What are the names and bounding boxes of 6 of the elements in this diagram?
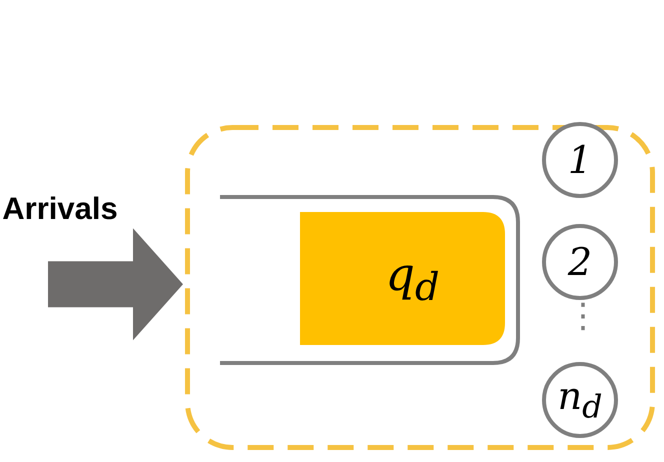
server-label: 2 [568, 240, 592, 284]
ellipsis-label: ⋮ [566, 296, 594, 336]
server-label: 1 [568, 138, 592, 182]
arrivals-label: Arrivals [2, 191, 118, 227]
queue-length-label: q$_{d}$ [386, 246, 440, 310]
server-label: n$_{d}$ [558, 374, 602, 426]
